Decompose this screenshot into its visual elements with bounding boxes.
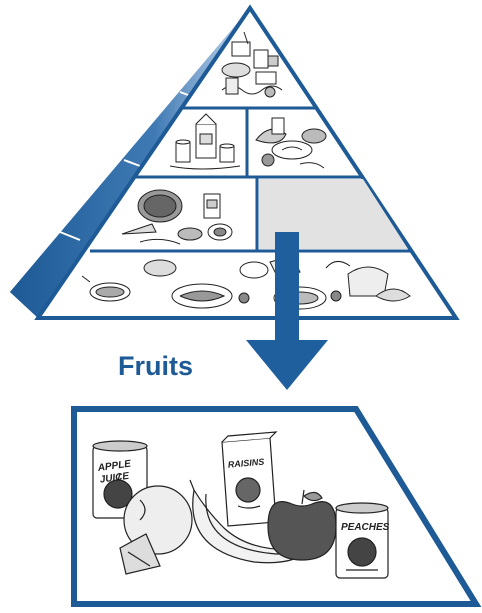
vegetables-icon [121, 189, 233, 245]
down-arrow-icon [246, 232, 328, 390]
sweets-pile-icon [221, 31, 283, 98]
apple-juice-line-2: JUICE [99, 471, 130, 486]
food-pyramid [10, 4, 460, 320]
fruits-box: APPLE JUICE RAISINS [71, 406, 482, 607]
apple-juice-line-1: APPLE [96, 458, 132, 474]
meat-fish-icon [255, 117, 327, 169]
orange-icon [119, 485, 193, 575]
peaches-label: PEACHES [341, 522, 390, 533]
raisins-label: RAISINS [227, 457, 264, 470]
peaches-can-icon [335, 502, 389, 579]
apple-icon [267, 489, 337, 561]
milk-carton-icon [169, 113, 241, 170]
fruits-empty-slot [259, 179, 408, 249]
fruits-label: Fruits [118, 351, 193, 381]
raisins-box-icon [221, 431, 278, 527]
